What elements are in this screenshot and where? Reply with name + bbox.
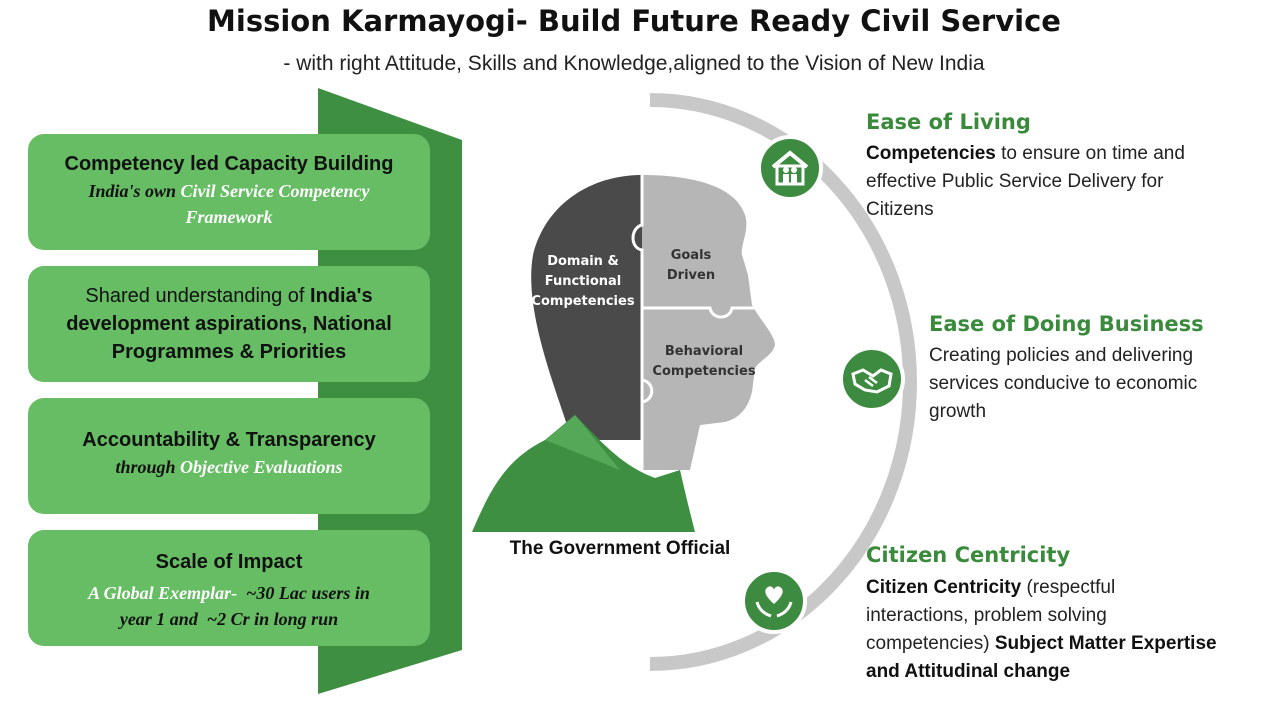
pillar-title: Competency led Capacity Building bbox=[64, 153, 394, 175]
pillar-card-scale: Scale of Impact A Global Exemplar- ~30 L… bbox=[28, 530, 430, 646]
official-shirt bbox=[472, 415, 695, 532]
government-official-caption: The Government Official bbox=[509, 538, 731, 559]
goals-driven-label: Goals Driven bbox=[666, 248, 716, 283]
official-collar bbox=[545, 415, 620, 470]
behavioral-competencies-label: Behavioral Competencies bbox=[652, 344, 756, 379]
pillar-card-development: Shared understanding of India's developm… bbox=[28, 266, 430, 382]
pillar-card-accountability: Accountability & Transparency through Ob… bbox=[28, 398, 430, 514]
domain-competencies-label: Domain & Functional Competencies bbox=[531, 254, 635, 309]
heart-hands-icon bbox=[741, 568, 807, 634]
benefit-heading-citizen-centricity: Citizen Centricity bbox=[866, 543, 1071, 567]
benefit-heading-ease-of-doing-business: Ease of Doing Business bbox=[929, 312, 1204, 336]
page-title: Mission Karmayogi- Build Future Ready Ci… bbox=[207, 4, 1061, 38]
pillar-subtext: India's own Civil Service Competency Fra… bbox=[88, 181, 370, 227]
handshake-icon bbox=[839, 346, 905, 412]
head-puzzle-lines bbox=[631, 175, 770, 470]
pillar-line-2: development aspirations, National bbox=[66, 313, 392, 335]
pillar-title: Scale of Impact bbox=[155, 551, 303, 573]
head-left-half bbox=[531, 175, 642, 440]
pillar-line-3: Programmes & Priorities bbox=[111, 341, 347, 363]
house-family-icon bbox=[757, 135, 823, 201]
head-right-half bbox=[642, 175, 775, 470]
benefit-text-citizen-centricity: Citizen Centricity (respectful interacti… bbox=[866, 577, 1217, 682]
benefit-text-ease-of-doing-business: Creating policies and delivering service… bbox=[929, 345, 1198, 422]
pillar-title: Accountability & Transparency bbox=[82, 429, 376, 451]
pillar-subtext: through Objective Evaluations bbox=[115, 457, 343, 477]
pillar-line-1: Shared understanding of India's bbox=[85, 285, 373, 307]
pillar-subtext: A Global Exemplar- ~30 Lac users in year… bbox=[88, 583, 370, 629]
page-subtitle: - with right Attitude, Skills and Knowle… bbox=[283, 52, 985, 75]
benefit-heading-ease-of-living: Ease of Living bbox=[866, 110, 1031, 134]
benefit-text-ease-of-living: Competencies to ensure on time and effec… bbox=[866, 143, 1185, 220]
pillar-card-capacity: Competency led Capacity Building India's… bbox=[28, 134, 430, 250]
